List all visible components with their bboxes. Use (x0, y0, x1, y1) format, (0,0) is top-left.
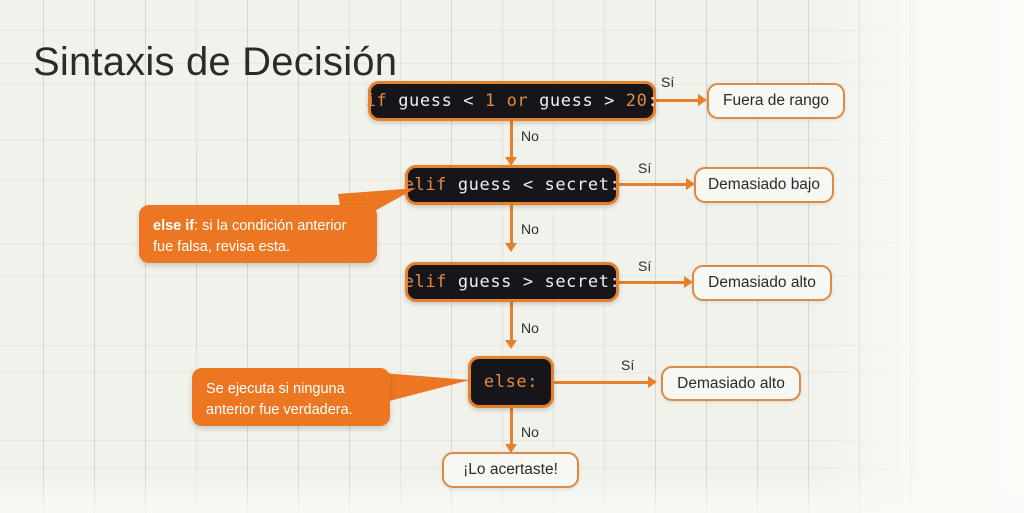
grid-line (0, 63, 1024, 64)
edge-label-yes-1: Sí (661, 74, 675, 90)
edge-no-3-arrowhead (505, 340, 517, 349)
edge-yes-1-arrowhead (698, 94, 707, 106)
edge-label-yes-2: Sí (638, 160, 652, 176)
condition-block-if[interactable]: if guess < 1 or guess > 20: (365, 81, 659, 121)
callout-else: Se ejecuta si ninguna anterior fue verda… (192, 368, 390, 426)
code-token-number: 20 (625, 91, 648, 111)
edge-label-no-1: No (521, 128, 539, 144)
callout-rest: : si la condición anterior fue falsa, re… (153, 218, 347, 255)
grid-line (706, 0, 707, 513)
condition-block-else[interactable]: else: (468, 356, 554, 408)
edge-no-4 (510, 408, 513, 448)
edge-yes-2-arrowhead (686, 178, 695, 190)
edge-no-4-arrowhead (505, 444, 517, 453)
code-token-keyword: elif (403, 175, 447, 195)
callout-text: Se ejecuta si ninguna anterior fue verda… (206, 381, 353, 418)
callout-elseif: else if: si la condición anterior fue fa… (139, 205, 377, 263)
result-label: Demasiado alto (677, 374, 785, 392)
edge-yes-3 (619, 281, 689, 284)
edge-label-yes-3: Sí (638, 258, 652, 274)
edge-no-2-arrowhead (505, 243, 517, 252)
edge-no-3 (510, 302, 513, 344)
code-token-plain: : (647, 91, 659, 111)
result-label: Demasiado alto (708, 274, 816, 291)
edge-no-1-arrowhead (505, 157, 517, 166)
result-label: ¡Lo acertaste! (463, 461, 558, 478)
result-label: Fuera de rango (723, 92, 829, 109)
code-token-plain: guess > secret: (447, 272, 621, 292)
callout-tail-else (370, 372, 470, 406)
edge-yes-3-arrowhead (684, 276, 693, 288)
edge-no-1 (510, 121, 513, 161)
code-token-plain: guess < secret: (447, 175, 621, 195)
code-token-keyword: else: (483, 372, 539, 392)
grid-line (757, 0, 758, 513)
condition-block-elif-lower[interactable]: elif guess < secret: (403, 165, 621, 205)
edge-label-no-4: No (521, 424, 539, 440)
grid-line (451, 0, 452, 513)
result-demasiado-alto-1[interactable]: Demasiado alto (692, 265, 832, 301)
grid-line (349, 140, 350, 513)
edge-yes-2 (619, 183, 691, 186)
grid-line (859, 0, 860, 513)
edge-yes-4 (554, 381, 652, 384)
code-token-plain: guess < (387, 91, 485, 111)
code-token-number: 1 (484, 91, 496, 111)
result-demasiado-alto-2[interactable]: Demasiado alto (661, 366, 801, 401)
result-demasiado-bajo[interactable]: Demasiado bajo (694, 167, 834, 203)
result-fuera-de-rango[interactable]: Fuera de rango (707, 83, 845, 119)
result-label: Demasiado bajo (707, 176, 820, 193)
grid-line (910, 0, 911, 513)
result-lo-acertaste[interactable]: ¡Lo acertaste! (442, 452, 579, 488)
page-title: Sintaxis de Decisión (33, 39, 398, 84)
grid-line (808, 0, 809, 513)
edge-label-yes-4: Sí (621, 357, 635, 373)
edge-no-2 (510, 205, 513, 247)
code-token-plain: guess > (528, 91, 626, 111)
edge-fade-right (809, 0, 1024, 513)
callout-lead: else if (153, 218, 195, 234)
grid-line (0, 30, 1024, 31)
grid-line (655, 0, 656, 513)
code-token-space (496, 91, 507, 111)
edge-yes-1 (656, 99, 704, 102)
condition-block-elif-greater[interactable]: elif guess > secret: (403, 262, 621, 302)
code-token-keyword: if (365, 91, 388, 111)
edge-yes-4-arrowhead (648, 376, 657, 388)
edge-label-no-2: No (521, 221, 539, 237)
code-token-keyword: elif (403, 272, 447, 292)
edge-label-no-3: No (521, 320, 539, 336)
grid-line (43, 0, 44, 513)
grid-line (94, 0, 95, 513)
code-token-keyword: or (506, 91, 529, 111)
